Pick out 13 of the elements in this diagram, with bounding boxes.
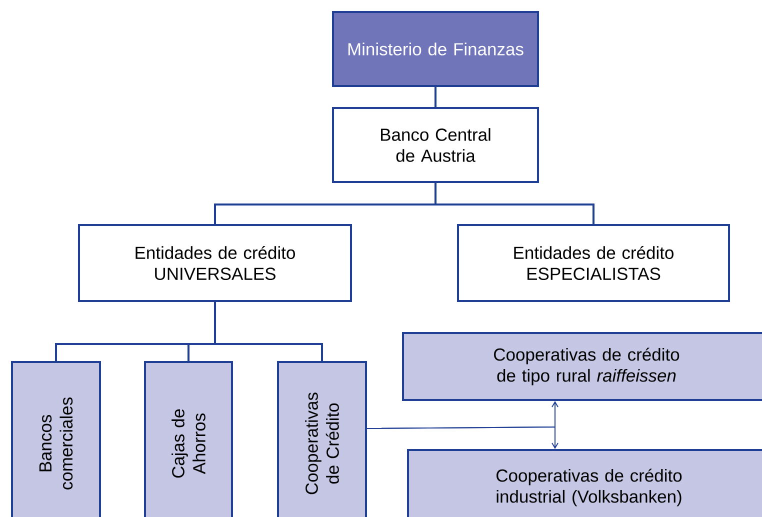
double-arrow (366, 426, 558, 449)
entity-box: Banco Central de Austria (332, 107, 539, 183)
cooperative-box: Cooperativas de crédito industrial (Volksbanken) (407, 449, 762, 517)
cooperative-box: Cooperativas de crédito de tipo rural raiffeissen (402, 332, 762, 401)
bank-type-box: Cooperativas de Crédito (277, 361, 367, 517)
ministry-box: Ministerio de Finanzas (332, 11, 539, 87)
connector-line (434, 183, 594, 224)
entity-box: Entidades de crédito UNIVERSALES (78, 224, 352, 302)
entity-box: Entidades de crédito ESPECIALISTAS (457, 224, 730, 302)
connector-line (434, 87, 436, 107)
bank-type-box: Bancos comerciales (11, 361, 101, 517)
connector-line (214, 302, 323, 361)
bank-type-box: Cajas de Ahorros (144, 361, 233, 517)
